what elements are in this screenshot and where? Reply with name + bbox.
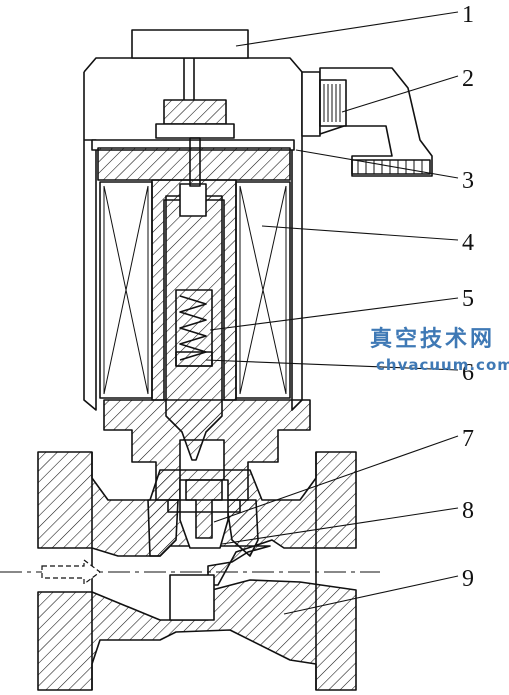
callout-8: 8 <box>462 498 474 524</box>
callout-6: 6 <box>462 360 474 386</box>
bonnet <box>103 399 311 557</box>
valve-core <box>167 479 241 549</box>
armature-tube <box>151 179 237 461</box>
cable-gland <box>301 67 433 177</box>
leader-7 <box>213 435 459 523</box>
callout-4: 4 <box>462 230 474 256</box>
leader-8 <box>221 507 459 545</box>
coil-winding-right <box>235 181 291 399</box>
watermark: 真空技术网 chvacuum.com <box>370 326 509 374</box>
callout-labels: 1 2 3 4 5 6 7 8 9 <box>462 2 474 592</box>
leader-6 <box>205 359 459 371</box>
top-nut <box>155 58 235 187</box>
leader-lines <box>205 11 459 615</box>
leader-4 <box>261 225 459 241</box>
leader-9 <box>283 575 459 615</box>
callout-1: 1 <box>462 2 474 28</box>
spring <box>179 295 207 361</box>
terminal-cap <box>131 29 249 59</box>
callout-3: 3 <box>462 168 474 194</box>
leader-5 <box>209 297 459 331</box>
leader-1 <box>235 11 459 47</box>
spring-seat <box>175 351 213 367</box>
coil-winding-left <box>99 181 153 399</box>
callout-5: 5 <box>462 286 474 312</box>
callout-2: 2 <box>462 66 474 92</box>
leader-2 <box>341 75 459 113</box>
watermark-chinese: 真空技术网 <box>370 326 495 352</box>
flow-direction-arrow-icon <box>41 558 101 586</box>
coil-housing <box>83 57 303 411</box>
leader-3 <box>295 149 459 179</box>
callout-7: 7 <box>462 426 474 452</box>
watermark-latin: chvacuum.com <box>376 356 509 374</box>
callout-9: 9 <box>462 566 474 592</box>
